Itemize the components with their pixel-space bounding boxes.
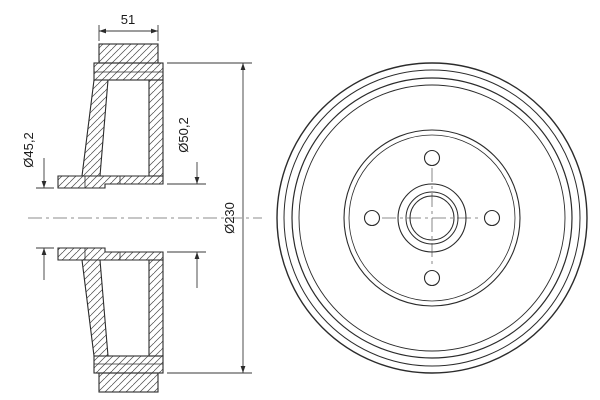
rim-band-bottom xyxy=(98,372,159,393)
drum-face-inner-circle xyxy=(348,134,516,302)
face-plate-lower xyxy=(148,259,164,357)
dimension-width-label: 51 xyxy=(121,12,135,27)
front-view xyxy=(276,62,588,374)
arrowhead-left xyxy=(99,28,106,34)
dimension-outer-diameter-label: Ø230 xyxy=(222,202,237,234)
bolt-hole-top xyxy=(423,149,441,167)
hub-bore-circle xyxy=(409,195,455,241)
bolt-hole-bottom xyxy=(423,269,441,287)
dimension-bore-small: Ø45,2 xyxy=(21,132,54,280)
section-view: 51 Ø45,2 Ø50,2 xyxy=(21,12,262,393)
arrowhead-down xyxy=(240,366,246,373)
drum-wall-top xyxy=(93,62,164,81)
web-upper xyxy=(81,79,109,177)
arrowhead-right xyxy=(151,28,158,34)
face-plate-upper xyxy=(148,79,164,177)
arrowhead-down xyxy=(41,181,47,188)
bolt-hole-right xyxy=(483,209,501,227)
arrowhead-down xyxy=(194,177,200,184)
drum-rim-inner-circle xyxy=(298,84,566,352)
drum-rim-circle xyxy=(291,77,573,359)
dimension-bore-small-label: Ø45,2 xyxy=(21,132,36,167)
rim-band-top xyxy=(98,43,159,64)
drum-face-circle xyxy=(343,129,521,307)
dimension-width: 51 xyxy=(98,12,159,41)
hub-upper xyxy=(57,175,164,189)
arrowhead-up xyxy=(41,248,47,255)
hub-outer-circle xyxy=(397,183,467,253)
drum-wall-bottom xyxy=(93,355,164,374)
arrowhead-up xyxy=(194,252,200,259)
hub-lower xyxy=(57,247,164,261)
drum-outer-circle xyxy=(276,62,588,374)
bolt-hole-left xyxy=(363,209,381,227)
arrowhead-up xyxy=(240,63,246,70)
dimension-outer-diameter: Ø230 xyxy=(167,62,252,374)
dimension-bore-large: Ø50,2 xyxy=(167,117,206,288)
drum-edge-circle xyxy=(283,69,581,367)
hub-ring-circle xyxy=(405,191,459,245)
dimension-bore-large-label: Ø50,2 xyxy=(176,117,191,152)
web-lower xyxy=(81,259,109,357)
